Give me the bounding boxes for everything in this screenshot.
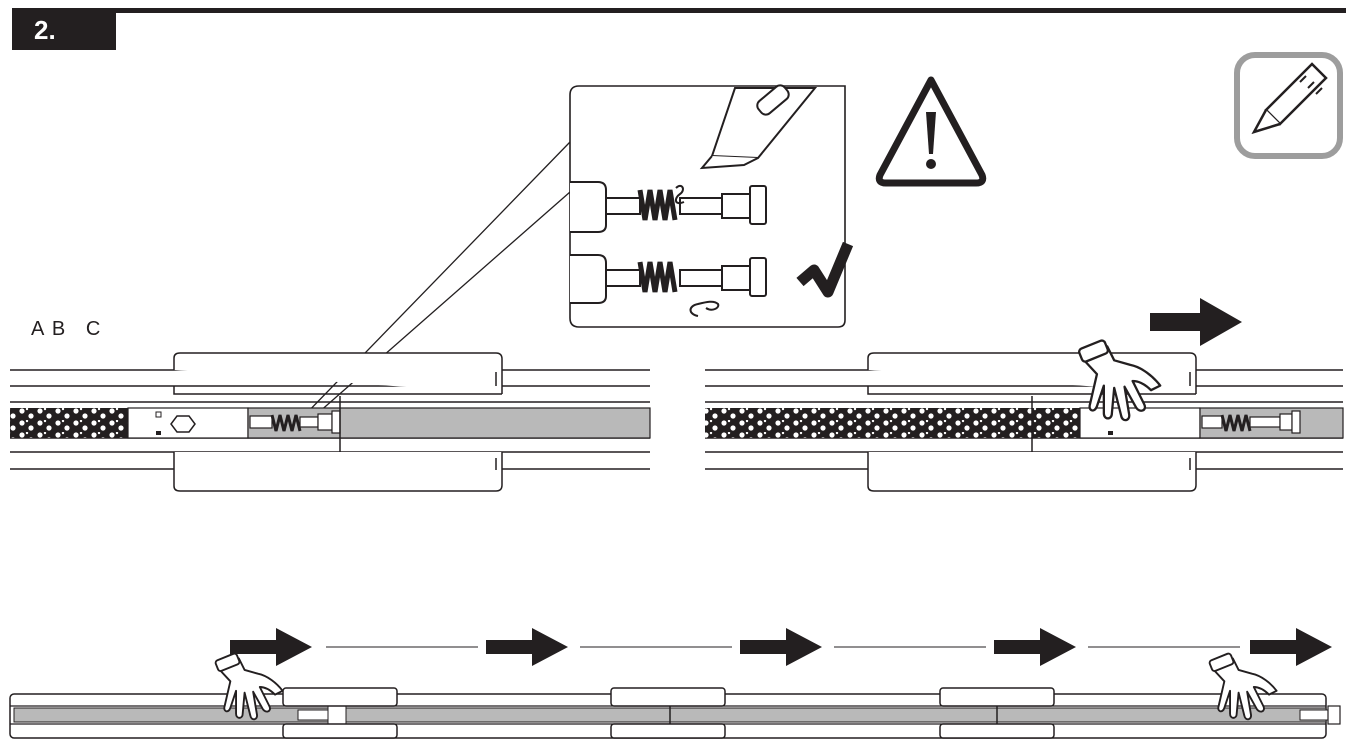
warning-icon [875,76,987,187]
step-number-badge: 2. [12,10,116,50]
arrow-right-icon [486,628,568,666]
rail-full-length [9,651,1341,739]
top-rule [12,8,1346,13]
rail-section-right [705,338,1344,492]
detail-callout [569,84,854,328]
arrow-right-icon [1250,628,1332,666]
bolt-assembly-with-tie [570,181,767,233]
movement-arrow-chain [230,628,1332,666]
knife-illustration [699,84,818,170]
label-b: B [51,318,67,340]
connector-sleeve [282,687,398,739]
utility-knife-icon [1234,52,1343,159]
part-labels: A B C [31,318,101,341]
connector-sleeve [610,687,726,739]
checkmark-icon [796,241,854,298]
arrow-right-icon [994,628,1076,666]
weight-filling [705,408,1080,438]
bolt-assembly-tie-removed [570,254,767,317]
arrow-right-icon [230,628,312,666]
push-direction-arrow [1150,298,1242,346]
arrow-right-icon [740,628,822,666]
rail-section-left [10,352,651,492]
weight-filling [10,408,128,438]
label-a: A [31,318,46,340]
label-c: C [85,318,102,340]
connector-sleeve [939,687,1055,739]
